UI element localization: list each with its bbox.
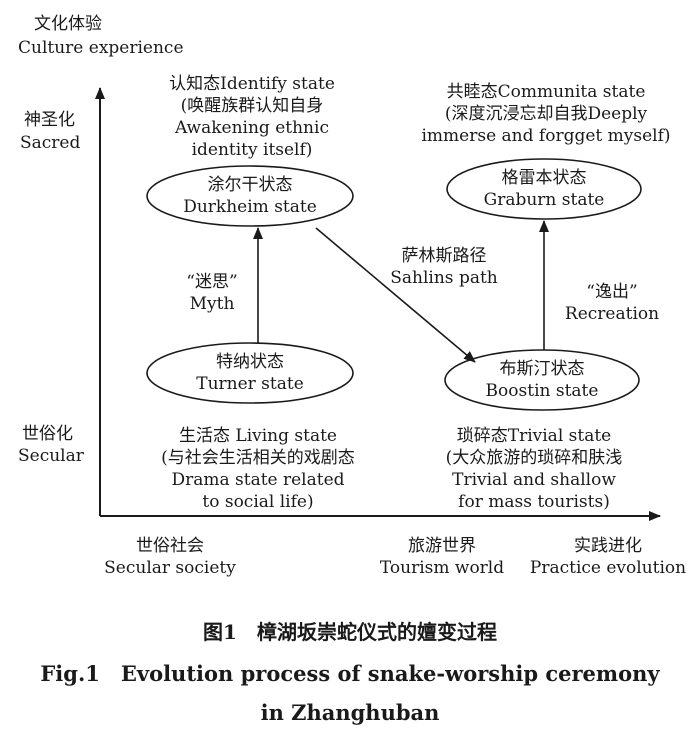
trivial-state-line1: 琐碎态Trivial state [456,426,612,446]
myth-label-zh: “迷思” [186,272,238,292]
recreation-label-en: Recreation [564,304,660,324]
communita-state-line1: 共睦态Communita state [446,82,646,102]
durkheim-label-zh: 涂尔干状态 [207,175,293,195]
living-state-line3: Drama state related [171,470,345,490]
sahlins-label-zh: 萨林斯路径 [401,246,487,266]
boostin-ellipse [444,349,640,411]
turner-ellipse [146,342,354,404]
trivial-state-line4: for mass tourists) [458,492,610,512]
recreation-label-zh: “逸出” [586,282,638,302]
durkheim-label-en: Durkheim state [183,197,317,217]
y-sacred-en: Sacred [20,133,81,153]
y-secular-zh: 世俗化 [22,424,73,444]
myth-label-en: Myth [189,294,235,314]
x-tourism-world-en: Tourism world [379,558,505,578]
durkheim-ellipse [146,165,354,227]
y-secular-en: Secular [18,446,84,466]
x-secular-society-en: Secular society [104,558,236,578]
graburn-label-en: Graburn state [483,190,605,210]
x-tourism-world-zh: 旅游世界 [408,536,476,556]
living-state-line4: to social life) [202,492,314,512]
caption-en-line1: Fig.1 Evolution process of snake-worship… [40,661,660,686]
communita-state-line3: immerse and forgget myself) [421,126,671,146]
living-state-line2: (与社会生活相关的戏剧态 [161,448,355,468]
trivial-state-line3: Trivial and shallow [452,470,616,490]
x-secular-society-zh: 世俗社会 [136,536,204,556]
caption-en-line2: in Zhanghuban [260,700,440,725]
x-practice-evolution-en: Practice evolution [529,558,687,578]
graburn-label-zh: 格雷本状态 [501,168,587,188]
boostin-label-en: Boostin state [485,381,599,401]
x-practice-evolution-zh: 实践进化 [574,536,642,556]
turner-label-en: Turner state [196,374,304,394]
y-axis-title-en: Culture experience [18,38,184,58]
caption-zh: 图1 樟湖坂崇蛇仪式的嬗变过程 [203,620,497,644]
communita-state-line2: (深度沉浸忘却自我Deeply [444,104,648,124]
identify-state-line1: 认知态Identify state [169,74,335,94]
y-sacred-zh: 神圣化 [24,110,75,130]
turner-label-zh: 特纳状态 [216,352,284,372]
identify-state-line3: Awakening ethnic [175,118,329,138]
trivial-state-line2: (大众旅游的琐碎和肤浅 [445,448,623,468]
identify-state-line4: identity itself) [191,140,313,160]
identify-state-line2: (唤醒族群认知自身 [180,96,324,116]
sahlins-label-en: Sahlins path [390,268,498,288]
living-state-line1: 生活态 Living state [179,426,337,446]
sahlins-arrow [315,227,476,363]
graburn-ellipse [446,158,642,220]
y-axis-title-zh: 文化体验 [34,14,102,34]
boostin-label-zh: 布斯汀状态 [499,359,585,379]
